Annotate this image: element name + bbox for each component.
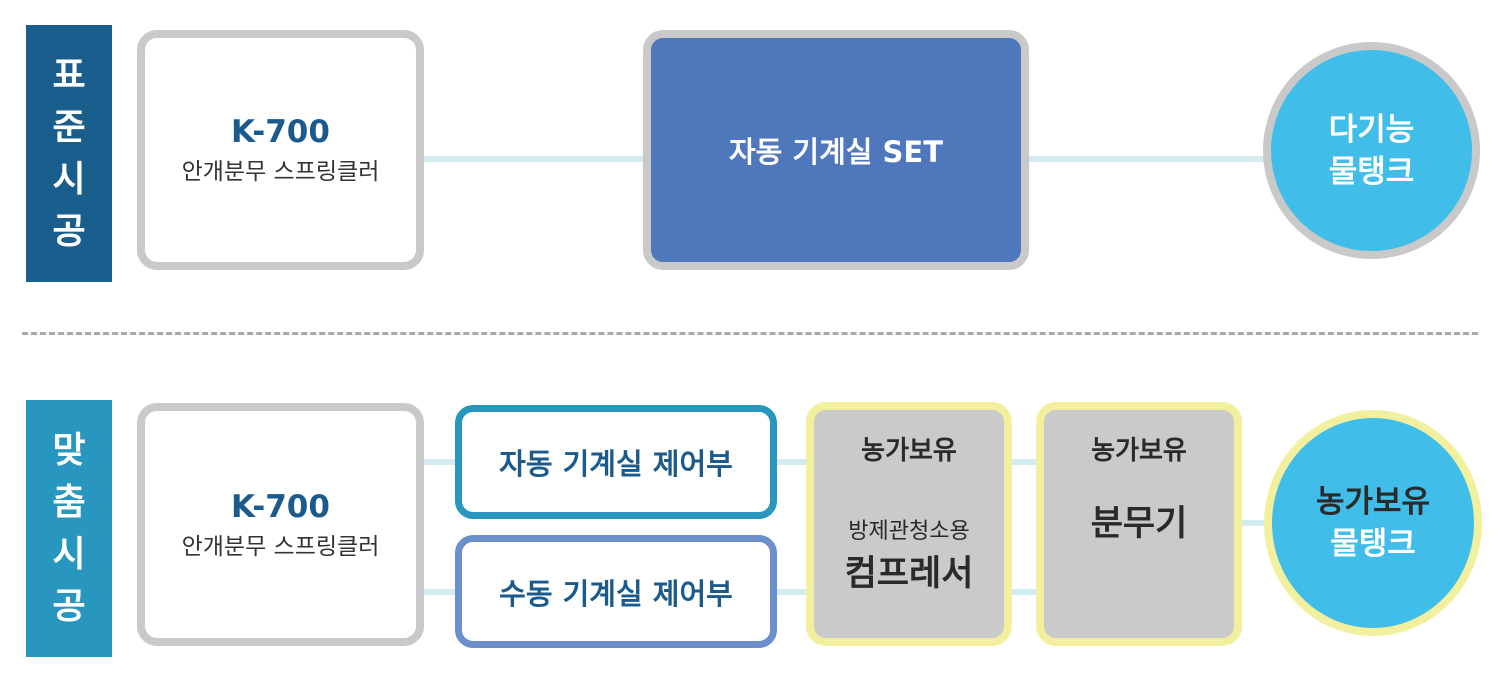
compressor-box: 농가보유 방제관청소용 컴프레서 (806, 402, 1012, 646)
custom-construction-label: 맞 춤 시 공 (26, 400, 112, 657)
label-char: 시 (52, 533, 86, 575)
label-char: 춤 (52, 481, 86, 523)
label-char: 시 (52, 158, 86, 200)
connector-line (1008, 459, 1040, 465)
label-char: 공 (52, 585, 86, 627)
compressor-desc: 방제관청소용 (848, 519, 970, 544)
tank-label: 다기능 (1328, 111, 1415, 148)
label-char: 공 (52, 210, 86, 252)
connector-line (1008, 589, 1040, 595)
multi-purpose-tank: 다기능 물탱크 (1263, 42, 1480, 259)
manual-control-box: 수동 기계실 제어부 (455, 535, 777, 648)
tank-label: 물탱크 (1330, 526, 1416, 562)
auto-control-label: 자동 기계실 제어부 (499, 447, 733, 481)
section-divider (22, 332, 1478, 335)
connector-line (420, 459, 460, 465)
connector-line (1025, 156, 1275, 162)
connector-line (420, 589, 460, 595)
sprinkler-box: K-700 안개분무 스프링클러 (137, 403, 424, 646)
tank-label: 물탱크 (1328, 153, 1415, 190)
sprinkler-name: 안개분무 스프링클러 (181, 159, 380, 185)
manual-control-label: 수동 기계실 제어부 (499, 576, 733, 611)
connector-line (774, 589, 812, 595)
connector-line (420, 156, 650, 162)
sprayer-box: 농가보유 분무기 (1036, 402, 1242, 646)
label-char: 맞 (52, 429, 86, 471)
tank-owner-label: 농가보유 (1315, 484, 1431, 520)
compressor-name: 컴프레서 (844, 554, 974, 594)
farm-owned-tank: 농가보유 물탱크 (1264, 410, 1482, 636)
sprayer-name: 분무기 (1090, 504, 1188, 544)
machine-room-set-box: 자동 기계실 SET (643, 30, 1029, 270)
sprinkler-model: K-700 (231, 488, 330, 525)
auto-control-box: 자동 기계실 제어부 (455, 405, 777, 519)
machine-room-label: 자동 기계실 SET (728, 135, 944, 169)
sprinkler-name: 안개분무 스프링클러 (181, 533, 380, 560)
sprinkler-box: K-700 안개분무 스프링클러 (137, 30, 424, 270)
owner-label: 농가보유 (1091, 436, 1187, 466)
standard-construction-label: 표 준 시 공 (26, 25, 112, 282)
connector-line (1238, 520, 1270, 526)
connector-line (774, 459, 812, 465)
sprinkler-model: K-700 (231, 114, 330, 150)
label-char: 표 (52, 54, 86, 96)
label-char: 준 (52, 106, 86, 148)
owner-label: 농가보유 (861, 436, 957, 466)
